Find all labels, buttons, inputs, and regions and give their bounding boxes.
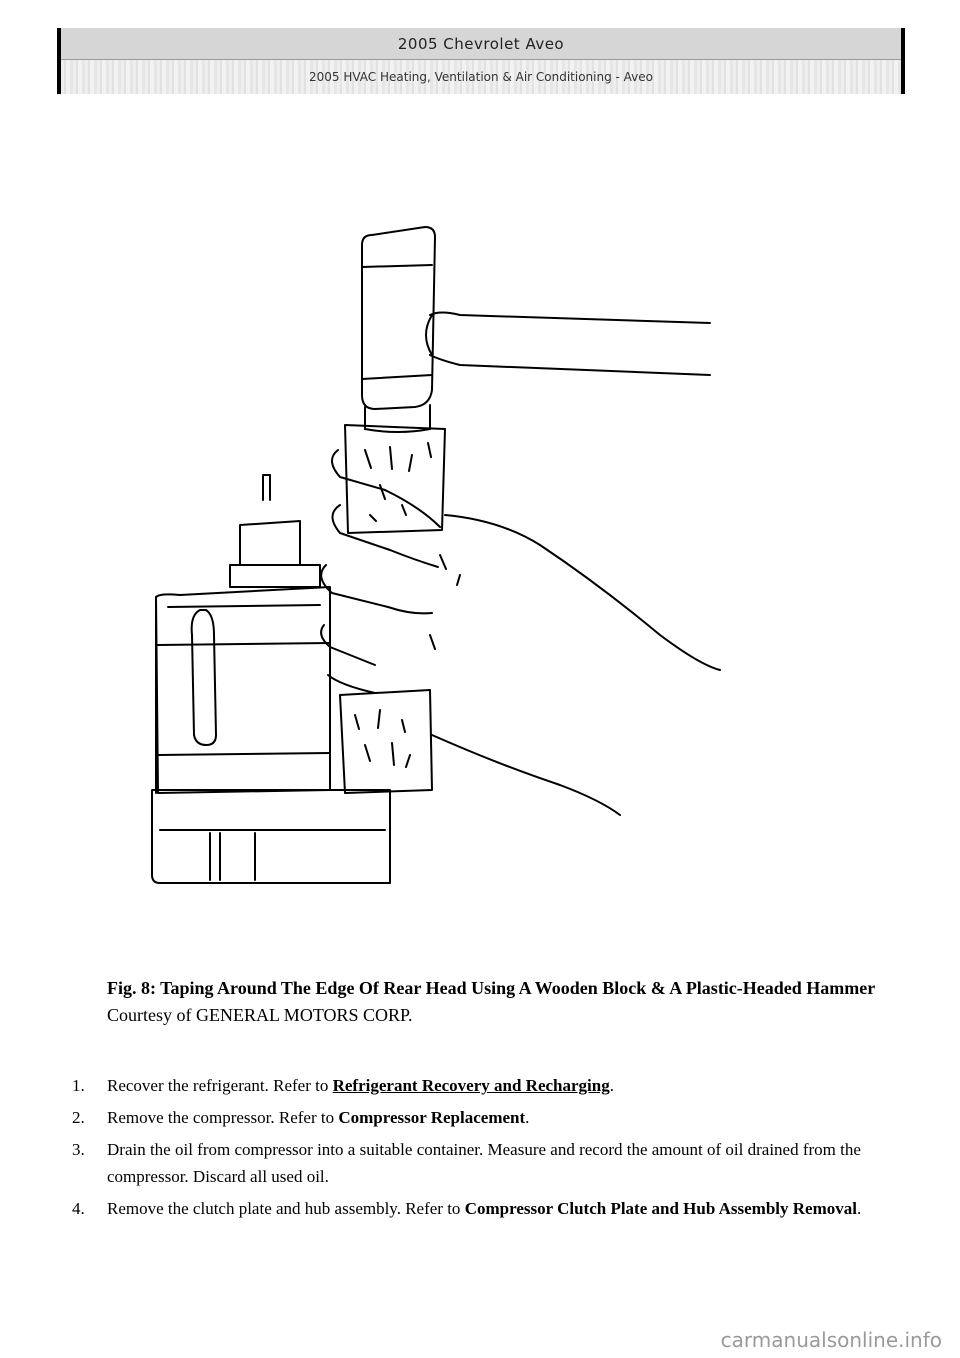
step-item: 3. Drain the oil from compressor into a …	[72, 1136, 902, 1190]
procedure-steps: 1. Recover the refrigerant. Refer to Ref…	[72, 1072, 902, 1227]
refrigerant-recovery-link[interactable]: Refrigerant Recovery and Recharging	[332, 1076, 610, 1095]
page-header: 2005 Chevrolet Aveo 2005 HVAC Heating, V…	[57, 28, 905, 94]
step-number: 4.	[72, 1199, 85, 1218]
compressor-replacement-ref: Compressor Replacement	[338, 1108, 526, 1127]
step-text-tail: .	[609, 1076, 614, 1095]
figure-caption: Fig. 8: Taping Around The Edge Of Rear H…	[107, 975, 887, 1029]
step-number: 2.	[72, 1108, 85, 1127]
step-number: 3.	[72, 1140, 85, 1159]
step-item: 4. Remove the clutch plate and hub assem…	[72, 1195, 902, 1222]
step-text: Remove the compressor. Refer to	[107, 1108, 339, 1127]
figure-credit: Courtesy of GENERAL MOTORS CORP.	[107, 1005, 413, 1025]
step-text: Recover the refrigerant. Refer to	[107, 1076, 333, 1095]
document-subtitle: 2005 HVAC Heating, Ventilation & Air Con…	[61, 60, 901, 94]
hand-illustration	[320, 449, 721, 816]
figure-title: Fig. 8: Taping Around The Edge Of Rear H…	[107, 978, 876, 998]
figure-illustration	[151, 226, 721, 884]
hammer-handle-illustration	[425, 311, 711, 376]
clutch-plate-removal-ref: Compressor Clutch Plate and Hub Assembly…	[464, 1199, 857, 1218]
step-number: 1.	[72, 1076, 85, 1095]
step-item: 2. Remove the compressor. Refer to Compr…	[72, 1104, 902, 1131]
step-item: 1. Recover the refrigerant. Refer to Ref…	[72, 1072, 902, 1099]
step-text: Remove the clutch plate and hub assembly…	[107, 1199, 465, 1218]
step-text-tail: .	[856, 1199, 862, 1218]
wooden-block-illustration	[344, 424, 446, 534]
document-title: 2005 Chevrolet Aveo	[61, 28, 901, 60]
hammer-head-illustration	[361, 226, 436, 433]
compressor-illustration	[151, 474, 391, 884]
step-text-tail: .	[525, 1108, 530, 1127]
watermark: carmanualsonline.info	[720, 1328, 942, 1352]
step-text: Drain the oil from compressor into a sui…	[107, 1140, 861, 1186]
